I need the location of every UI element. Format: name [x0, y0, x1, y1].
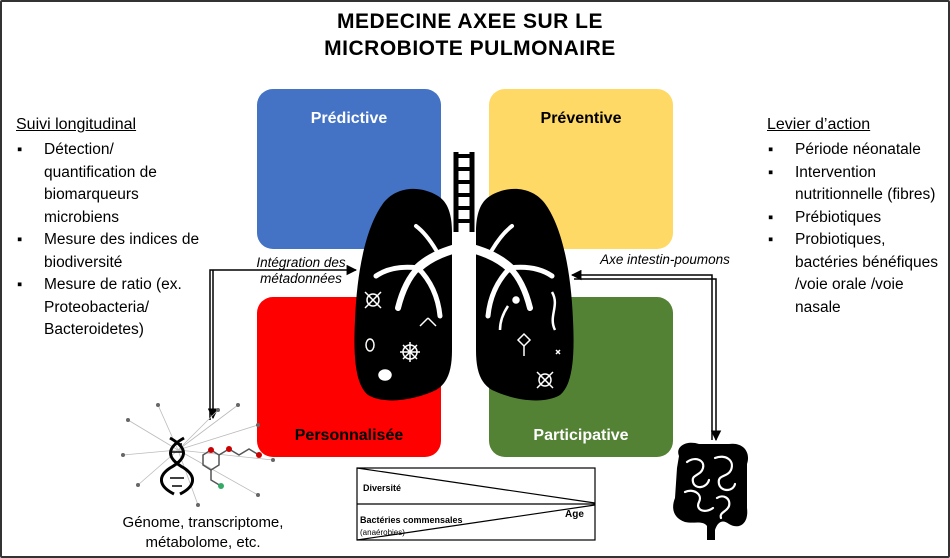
gut-lung-arrow-down [574, 278, 722, 442]
list-item: Période néonatale [767, 139, 942, 162]
title-line-1: MEDECINE AXEE SUR LE [337, 10, 603, 33]
diversity-age-wedge [356, 467, 596, 541]
list-item: Intervention nutritionnelle (fibres) [767, 162, 942, 207]
microbe-icon [364, 291, 561, 389]
diversity-label: Diversité [363, 483, 402, 493]
dna-icon [121, 403, 275, 507]
list-item: Mesure de ratio (ex. Proteobacteria/ Bac… [16, 274, 202, 342]
list-item: Mesure des indices de biodiversité [16, 229, 202, 274]
title-line-2: MICROBIOTE PULMONAIRE [324, 37, 616, 60]
quadrant-predictive-label: Prédictive [310, 110, 388, 127]
right-panel-list: Période néonatale Intervention nutrition… [767, 139, 942, 319]
quadrant-preventive-label: Préventive [540, 110, 622, 127]
list-item: Prébiotiques [767, 207, 942, 230]
left-panel-heading: Suivi longitudinal [16, 116, 137, 133]
left-panel-list: Détection/ quantification de biomarqueur… [16, 139, 202, 342]
metadata-integration-label: Intégration des métadonnées [256, 255, 346, 286]
list-item: Probiotiques, bactéries bénéfiques /voie… [767, 229, 942, 319]
omics-caption: Génome, transcriptome, métabolome, etc. [122, 514, 284, 551]
gut-lung-axis-label: Axe intestin-poumons [600, 252, 730, 267]
age-label: Age [565, 509, 584, 520]
right-panel-heading: Levier d’action [767, 116, 871, 133]
anaerobes-label: (anaérobies) [360, 528, 405, 537]
commensal-bacteria-label: Bactéries commensales [360, 515, 463, 525]
quadrant-personalized-label: Personnalisée [294, 427, 404, 444]
metadata-arrow [209, 264, 358, 420]
molecule-icon [202, 448, 260, 487]
gut-lung-arrow-up [570, 269, 713, 440]
intestine-icon [673, 442, 749, 540]
list-item: Détection/ quantification de biomarqueur… [16, 139, 202, 229]
quadrant-participative-label: Participative [533, 427, 629, 444]
